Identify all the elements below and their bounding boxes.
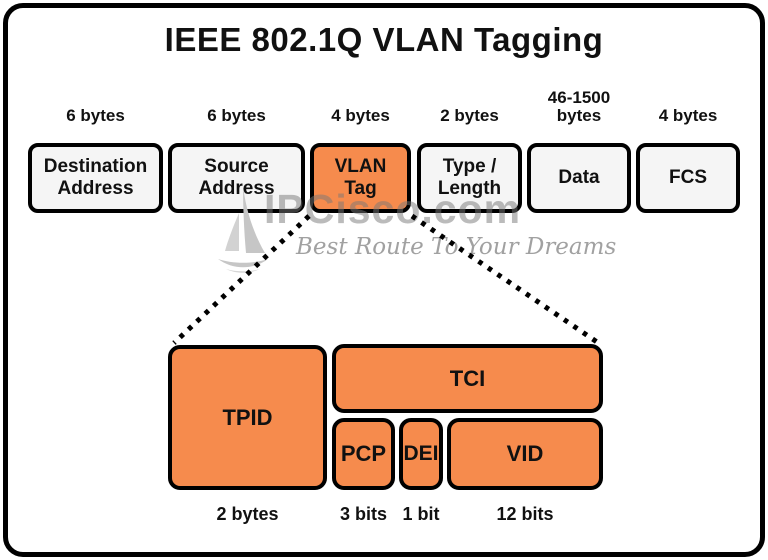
bit-label-dei: 1 bit [402, 503, 440, 524]
vlan-detail-field-pcp: PCP [332, 418, 395, 490]
vlan-detail-field-vid: VID [447, 418, 603, 490]
frame-field-label: Data [558, 167, 600, 189]
vlan-detail-label: VID [506, 441, 544, 466]
size-label-fcs: 4 bytes [658, 106, 718, 126]
frame-field-label: FCS [669, 167, 707, 189]
watermark-tagline: Best Route To Your Dreams [296, 234, 617, 260]
size-label-source: 6 bytes [207, 106, 266, 126]
vlan-detail-label: TPID [222, 404, 273, 430]
frame-field-label: Source Address [198, 156, 275, 199]
bit-label-vid: 12 bits [496, 503, 554, 524]
vlan-detail-field-tci: TCI [332, 344, 603, 413]
vlan-detail-field-tpid: TPID [168, 345, 327, 490]
frame-field-type-length: Type / Length [417, 143, 522, 213]
frame-field-source-address: Source Address [168, 143, 305, 213]
frame-field-data: Data [527, 143, 631, 213]
size-label-type-length: 2 bytes [440, 106, 499, 126]
vlan-detail-field-dei: DEI [399, 418, 443, 490]
bit-label-pcp: 3 bits [339, 503, 387, 524]
frame-field-label: Destination Address [43, 156, 148, 199]
vlan-detail-label: PCP [340, 441, 387, 466]
watermark-brand: IPCisco.com [264, 186, 522, 232]
frame-field-label: VLAN Tag [334, 156, 387, 199]
bit-label-tpid: 2 bytes [216, 503, 279, 524]
size-label-data: 46-1500 bytes [547, 87, 611, 126]
frame-field-label: Type / Length [437, 156, 502, 199]
vlan-detail-label: TCI [449, 365, 486, 391]
page-title: IEEE 802.1Q VLAN Tagging [164, 21, 604, 58]
frame-field-fcs: FCS [636, 143, 740, 213]
frame-field-destination-address: Destination Address [28, 143, 163, 213]
size-label-destination: 6 bytes [66, 106, 125, 126]
frame-field-vlan-tag: VLAN Tag [310, 143, 411, 213]
size-label-vlan-tag: 4 bytes [331, 106, 390, 126]
vlan-detail-label: DEI [403, 442, 439, 465]
